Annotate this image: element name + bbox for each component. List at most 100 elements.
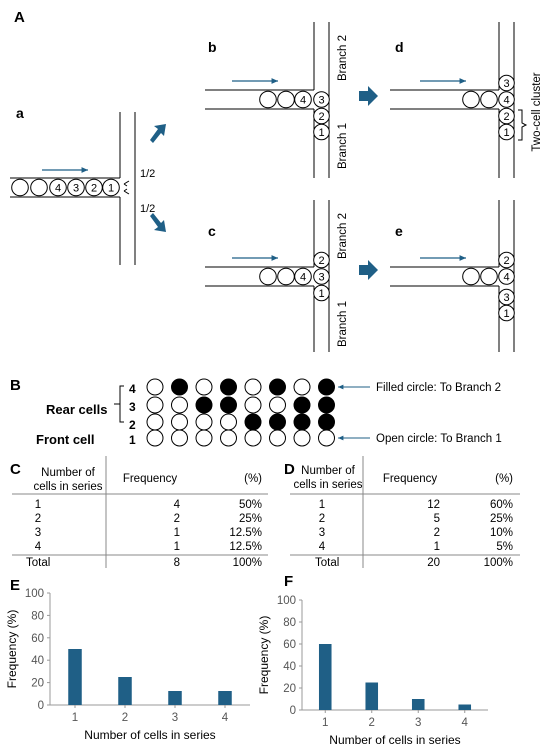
row-number: 3 [129, 400, 136, 414]
filled-circle [195, 396, 213, 414]
cell-number: 2 [503, 111, 509, 123]
open-circle [244, 429, 262, 447]
cell-number: 2 [318, 111, 324, 123]
open-circle [146, 378, 164, 396]
cell-number: 1 [503, 127, 509, 139]
open-circle [220, 429, 237, 447]
bar [411, 699, 425, 710]
open-circle [220, 413, 237, 431]
cluster-bracket-icon [518, 109, 528, 141]
open-circle [269, 396, 286, 414]
panel-label-D: D [284, 461, 295, 478]
cell-count: 4 [319, 541, 326, 553]
filled-circle [244, 413, 262, 431]
cell-circle [294, 90, 312, 109]
cell-circle [313, 268, 330, 285]
diagram-c: 4 3 2 1 Branch 2 Branch 1 [205, 200, 349, 352]
filled-circle [269, 378, 286, 396]
x-tick-label: 1 [72, 712, 78, 724]
open-circle [171, 396, 188, 414]
header-percent: (%) [495, 473, 513, 485]
total-percent: 100% [233, 557, 262, 569]
percent-value: 60% [490, 499, 513, 511]
cell-circle [30, 178, 48, 197]
row-number: 4 [129, 382, 136, 396]
open-circle [244, 378, 262, 396]
y-tick-label: 60 [283, 639, 296, 651]
sub-label-a: a [16, 105, 24, 121]
percent-value: 10% [490, 527, 513, 539]
x-tick-label: 1 [322, 717, 328, 729]
cell-number: 1 [318, 288, 324, 300]
cell-number: 4 [503, 95, 509, 107]
cell-circle [313, 91, 330, 108]
cell-circle [277, 90, 295, 109]
y-tick-label: 20 [31, 678, 44, 690]
cell-number: 1 [108, 183, 114, 195]
panel-label-E: E [10, 577, 20, 594]
cell-number: 3 [73, 183, 79, 195]
open-circle [171, 413, 188, 431]
x-axis-label: Number of cells in series [84, 728, 215, 742]
cell-count: 3 [35, 527, 41, 539]
frequency-value: 1 [174, 527, 180, 539]
sub-label-b: b [208, 39, 217, 55]
cell-circle [498, 268, 515, 285]
panel-label-C: C [10, 461, 21, 478]
filled-circle-note: Filled circle: To Branch 2 [376, 382, 501, 394]
branch-1-label: Branch 1 [337, 123, 349, 169]
diagram-d: 3 4 2 1 Two-cell cluster [390, 22, 543, 178]
cell-circle [498, 91, 515, 108]
split-arrow-up-icon [123, 180, 130, 187]
percent-value: 12.5% [229, 527, 262, 539]
cell-number: 1 [318, 127, 324, 139]
sub-label-c: c [208, 223, 216, 239]
bar [458, 704, 472, 710]
filled-circle [293, 413, 311, 431]
x-tick-label: 2 [122, 712, 128, 724]
y-axis-label: Frequency (%) [5, 610, 19, 689]
cell-count: 4 [35, 541, 42, 553]
cell-circle [11, 178, 29, 197]
open-circle-note: Open circle: To Branch 1 [376, 433, 502, 445]
split-fraction-bottom: 1/2 [140, 203, 155, 215]
diagram-e: 2 4 3 1 [390, 200, 515, 352]
filled-circle [293, 396, 311, 414]
cell-number: 2 [503, 255, 509, 267]
cell-count: 2 [319, 513, 325, 525]
row-number: 1 [129, 433, 136, 447]
open-circle [146, 429, 164, 447]
cell-circle [462, 267, 480, 286]
cell-grid [146, 378, 335, 447]
rear-cells-bracket-icon [114, 385, 124, 423]
cell-number: 2 [91, 183, 97, 195]
y-axis-label: Frequency (%) [257, 616, 271, 695]
percent-value: 50% [239, 499, 262, 511]
transition-arrow-icon [150, 124, 166, 143]
frequency-value: 2 [174, 513, 180, 525]
cell-number: 3 [318, 272, 324, 284]
y-tick-label: 100 [277, 595, 296, 607]
cell-circle [480, 90, 498, 109]
header-cells-in-series-1: Number of [41, 467, 95, 479]
open-circle [146, 396, 164, 414]
open-circle [195, 413, 213, 431]
cell-circle [294, 267, 312, 286]
filled-circle [269, 413, 286, 431]
filled-circle [220, 378, 237, 396]
y-tick-label: 0 [38, 700, 44, 712]
x-tick-label: 3 [415, 717, 421, 729]
frequency-value: 1 [174, 541, 180, 553]
transition-arrow-icon [150, 213, 166, 232]
cell-circle [498, 304, 515, 322]
bar [118, 677, 132, 705]
header-cells-in-series-1: Number of [301, 465, 355, 477]
cell-number: 3 [503, 78, 509, 90]
percent-value: 25% [239, 513, 262, 525]
frequency-value: 2 [434, 527, 440, 539]
rear-cells-label: Rear cells [46, 402, 107, 417]
